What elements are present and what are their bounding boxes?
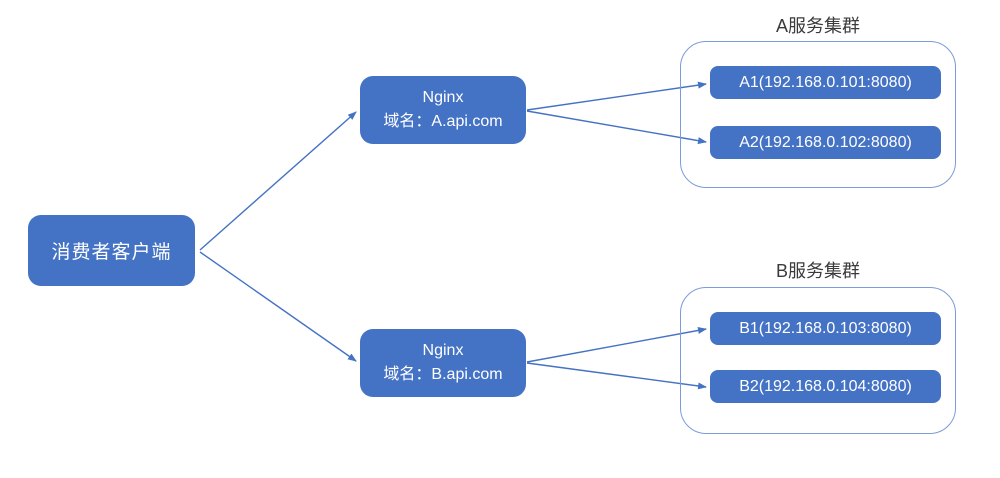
nginx-b-node: Nginx 域名：B.api.com bbox=[360, 329, 526, 397]
cluster-b-title: B服务集群 bbox=[775, 261, 860, 281]
nginx-b-domain: 域名：B.api.com bbox=[383, 366, 503, 383]
server-node-b2: B2(192.168.0.104:8080) bbox=[710, 370, 941, 403]
consumer-client-label: 消费者客户端 bbox=[51, 242, 172, 263]
arrow-consumer-to-nginx-a bbox=[199, 111, 357, 251]
cluster-a-container bbox=[680, 41, 956, 188]
server-b2-label: B2(192.168.0.104:8080) bbox=[739, 377, 912, 395]
server-a1-label: A1(192.168.0.101:8080) bbox=[739, 73, 912, 91]
nginx-a-domain: 域名：A.api.com bbox=[383, 113, 503, 130]
consumer-client-node: 消费者客户端 bbox=[28, 215, 195, 286]
cluster-b-container bbox=[680, 287, 956, 434]
nginx-b-name: Nginx bbox=[422, 342, 464, 359]
nginx-a-node: Nginx 域名：A.api.com bbox=[360, 76, 526, 144]
nginx-a-name: Nginx bbox=[422, 89, 464, 106]
server-node-a2: A2(192.168.0.102:8080) bbox=[710, 126, 941, 159]
server-node-a1: A1(192.168.0.101:8080) bbox=[710, 66, 941, 99]
server-b1-label: B1(192.168.0.103:8080) bbox=[739, 319, 912, 337]
arrow-consumer-to-nginx-b bbox=[199, 251, 357, 362]
server-a2-label: A2(192.168.0.102:8080) bbox=[739, 133, 912, 151]
cluster-a-title: A服务集群 bbox=[775, 16, 860, 36]
server-node-b1: B1(192.168.0.103:8080) bbox=[710, 312, 941, 345]
